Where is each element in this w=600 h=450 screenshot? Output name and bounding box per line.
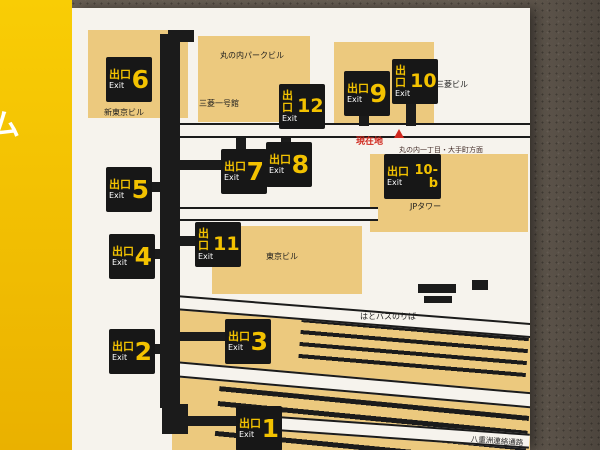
exit-marker-8: 出口 Exit 8 [266, 142, 312, 187]
exit-english-label: Exit [282, 114, 298, 124]
exit-marker-10: 出口 Exit 10 [392, 59, 438, 104]
stair-nub-exit7 [236, 136, 246, 150]
exit-text-column: 出口 Exit [347, 81, 369, 105]
label-jp-tower: JPタワー [410, 202, 442, 211]
exit-english-label: Exit [198, 252, 214, 262]
label-mitsubishi-ichigokan: 三菱一号館 [199, 99, 239, 108]
exit-kanji-label: 出口 [239, 416, 261, 430]
exit-kanji-label: 出口 [109, 177, 131, 191]
stair-nub-exit10 [406, 101, 416, 126]
exit-text-column: 出口 Exit [112, 339, 134, 363]
sign-left-margin: ム [0, 0, 72, 450]
station-exit-map: 八重洲連絡通路 出口 Exit 6 [72, 8, 530, 450]
exit-text-column: 出口 Exit [228, 329, 250, 353]
exit-text-column: 出口 Exit [239, 416, 261, 440]
exit-english-label: Exit [109, 81, 125, 91]
exit-number: 9 [369, 79, 387, 108]
exit-kanji-label: 出口 [347, 81, 369, 95]
exit-number: 12 [297, 95, 324, 117]
passage-stub-exit3 [180, 332, 225, 341]
passage-stub-exit5 [152, 182, 160, 192]
passage-stub-exit11 [180, 236, 195, 246]
exit-text-column: 出口 Exit [112, 244, 134, 268]
exit-marker-6: 出口 Exit 6 [106, 57, 152, 102]
current-location-label: 現在地 [356, 137, 384, 147]
exit-number: 8 [291, 150, 309, 179]
exit-text-column: 出口 Exit [269, 152, 291, 176]
exit-english-label: Exit [109, 191, 125, 201]
label-tokyo-building: 東京ビル [266, 252, 298, 261]
passage-stub-exit1 [180, 416, 236, 426]
exit-marker-10-b: 出口 Exit 10-b [384, 154, 441, 199]
bus-stop-structure [418, 284, 456, 293]
exit-english-label: Exit [112, 258, 128, 268]
exit-marker-12: 出口 Exit 12 [279, 84, 325, 129]
passage-corridor [160, 34, 180, 408]
exit-text-column: 出口 Exit [224, 159, 246, 183]
exit-marker-3: 出口 Exit 3 [225, 319, 271, 364]
exit-number: 10 [410, 70, 437, 92]
stair-nub-exit8 [281, 136, 291, 144]
exit-kanji-label: 出口 [224, 159, 246, 173]
label-hato-bus-stop: はとバスのりば [360, 312, 416, 321]
exit-kanji-label: 出口 [112, 339, 134, 353]
exit-text-column: 出口 Exit [395, 63, 411, 99]
exit-number: 1 [261, 414, 279, 443]
exit-kanji-label: 出口 [228, 329, 250, 343]
exit-marker-2: 出口 Exit 2 [109, 329, 155, 374]
exit-kanji-label: 出口 [198, 226, 209, 252]
label-shin-tokyo-building: 新東京ビル [104, 108, 144, 117]
current-location-marker-icon [394, 129, 404, 138]
exit-number: 2 [134, 337, 152, 366]
exit-number: 3 [250, 327, 268, 356]
passage-stub-exit4 [155, 249, 160, 259]
exit-text-column: 出口 Exit [282, 88, 298, 124]
exit-english-label: Exit [228, 343, 244, 353]
label-marunouchi-park-building: 丸の内パークビル [220, 51, 284, 60]
exit-number: 11 [213, 233, 240, 255]
direction-label: 丸の内一丁目・大手町方面 [399, 146, 483, 154]
exit-marker-5: 出口 Exit 5 [106, 167, 152, 212]
exit-marker-1: 出口 Exit 1 [236, 406, 282, 450]
exit-text-column: 出口 Exit [387, 164, 409, 188]
exit-english-label: Exit [239, 430, 255, 440]
exit-text-column: 出口 Exit [198, 226, 214, 262]
exit-text-column: 出口 Exit [109, 177, 131, 201]
passage-stub-exit7 [180, 160, 221, 170]
exit-number: 5 [131, 175, 149, 204]
exit-kanji-label: 出口 [395, 63, 406, 89]
exit-marker-4: 出口 Exit 4 [109, 234, 155, 279]
exit-text-column: 出口 Exit [109, 67, 131, 91]
exit-marker-11: 出口 Exit 11 [195, 222, 241, 267]
exit-english-label: Exit [387, 178, 403, 188]
bus-stop-structure [424, 296, 452, 303]
sign-partial-text: ム [0, 108, 20, 143]
exit-marker-9: 出口 Exit 9 [344, 71, 390, 116]
exit-number: 6 [131, 65, 149, 94]
exit-number: 7 [246, 157, 264, 186]
exit-number: 10-b [414, 162, 439, 191]
stair-nub-exit9 [359, 113, 369, 126]
exit-kanji-label: 出口 [282, 88, 293, 114]
exit-number: 4 [134, 242, 152, 271]
exit-kanji-label: 出口 [387, 164, 409, 178]
bus-stop-structure [472, 280, 488, 290]
exit-kanji-label: 出口 [109, 67, 131, 81]
road-horizontal-mid [164, 207, 378, 221]
exit-english-label: Exit [269, 166, 285, 176]
passage-stub-exit2 [155, 344, 160, 354]
exit-english-label: Exit [347, 95, 363, 105]
exit-kanji-label: 出口 [112, 244, 134, 258]
road-horizontal-main [164, 123, 530, 138]
exit-english-label: Exit [395, 89, 411, 99]
exit-english-label: Exit [224, 173, 240, 183]
exit-kanji-label: 出口 [269, 152, 291, 166]
label-mitsubishi-building: 三菱ビル [436, 80, 468, 89]
exit-marker-7: 出口 Exit 7 [221, 149, 267, 194]
exit-english-label: Exit [112, 353, 128, 363]
